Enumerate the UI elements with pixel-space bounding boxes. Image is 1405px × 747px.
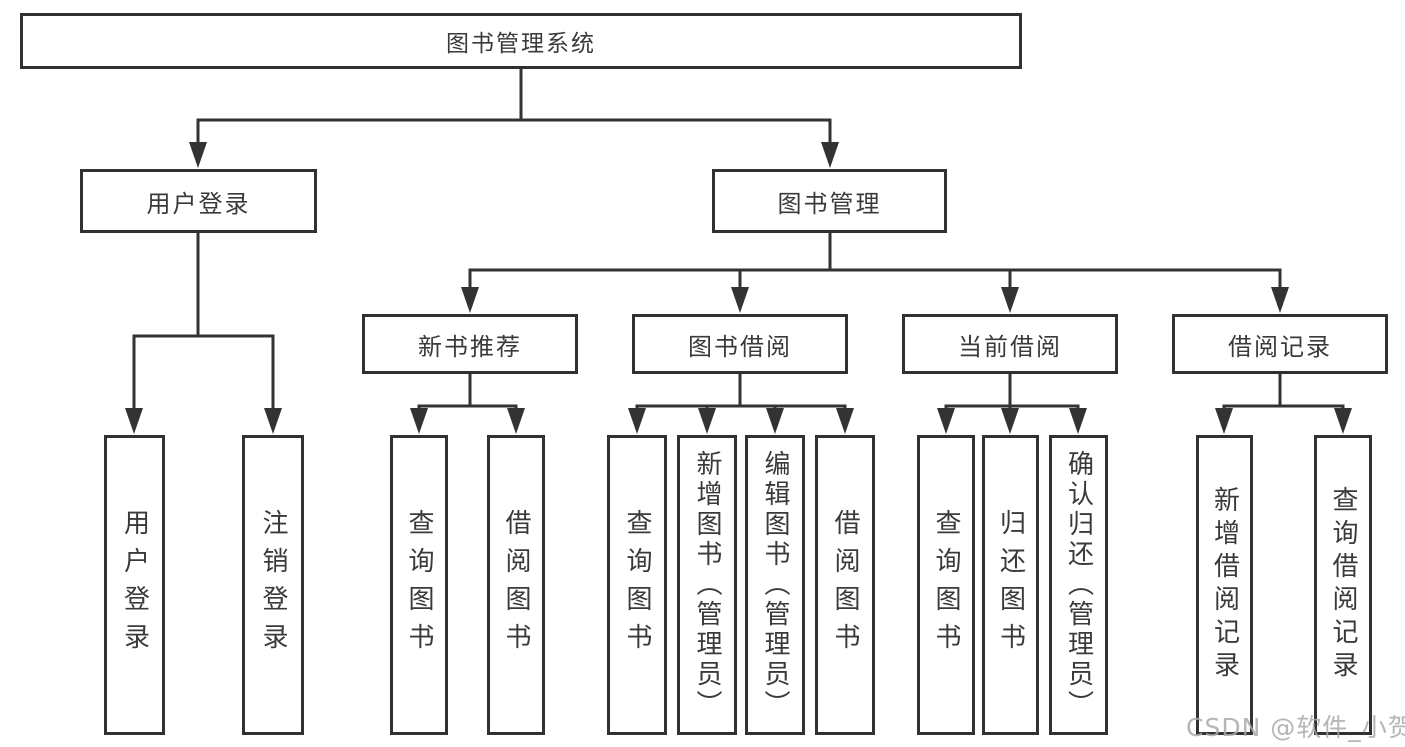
node-leaf-borrow-books-2-label: 借阅图书	[830, 509, 860, 661]
node-leaf-logout: 注销登录	[242, 435, 304, 735]
node-leaf-query-borrow-record-label: 查询借阅记录	[1328, 486, 1358, 684]
node-leaf-add-books-admin-label: 新增图书（管理员）	[692, 450, 722, 720]
node-leaf-confirm-return-admin-label: 确认归还（管理员）	[1063, 450, 1094, 720]
node-user-login: 用户登录	[80, 169, 317, 233]
node-leaf-edit-books-admin-label: 编辑图书（管理员）	[760, 450, 790, 720]
node-leaf-return-books-label: 归还图书	[995, 509, 1026, 661]
node-book-management: 图书管理	[712, 169, 947, 233]
node-current-borrowing: 当前借阅	[902, 314, 1118, 374]
node-leaf-return-books: 归还图书	[982, 435, 1039, 735]
csdn-watermark: CSDN @软件_小贺同学	[1186, 713, 1405, 742]
node-leaf-borrow-books-1-label: 借阅图书	[501, 509, 531, 661]
node-leaf-query-books-3-label: 查询图书	[931, 509, 961, 661]
node-leaf-edit-books-admin: 编辑图书（管理员）	[745, 435, 805, 735]
node-borrowing-records: 借阅记录	[1172, 314, 1388, 374]
node-leaf-borrow-books-2: 借阅图书	[815, 435, 875, 735]
node-leaf-confirm-return-admin: 确认归还（管理员）	[1049, 435, 1108, 735]
node-leaf-user-login-label: 用户登录	[119, 509, 150, 661]
node-leaf-logout-label: 注销登录	[258, 509, 288, 661]
node-leaf-query-books-1-label: 查询图书	[404, 509, 434, 661]
node-leaf-query-borrow-record: 查询借阅记录	[1314, 435, 1372, 735]
node-leaf-query-books-1: 查询图书	[390, 435, 448, 735]
node-leaf-borrow-books-1: 借阅图书	[487, 435, 545, 735]
node-leaf-query-books-3: 查询图书	[917, 435, 975, 735]
node-leaf-add-borrow-record: 新增借阅记录	[1196, 435, 1253, 735]
node-new-book-recommendation: 新书推荐	[362, 314, 578, 374]
node-book-borrowing: 图书借阅	[632, 314, 848, 374]
node-leaf-user-login: 用户登录	[104, 435, 165, 735]
arrowheads	[125, 142, 1352, 434]
node-library-management-system: 图书管理系统	[20, 13, 1022, 69]
node-leaf-add-books-admin: 新增图书（管理员）	[677, 435, 737, 735]
node-leaf-query-books-2-label: 查询图书	[622, 509, 652, 661]
node-leaf-query-books-2: 查询图书	[607, 435, 667, 735]
node-leaf-add-borrow-record-label: 新增借阅记录	[1209, 486, 1240, 684]
